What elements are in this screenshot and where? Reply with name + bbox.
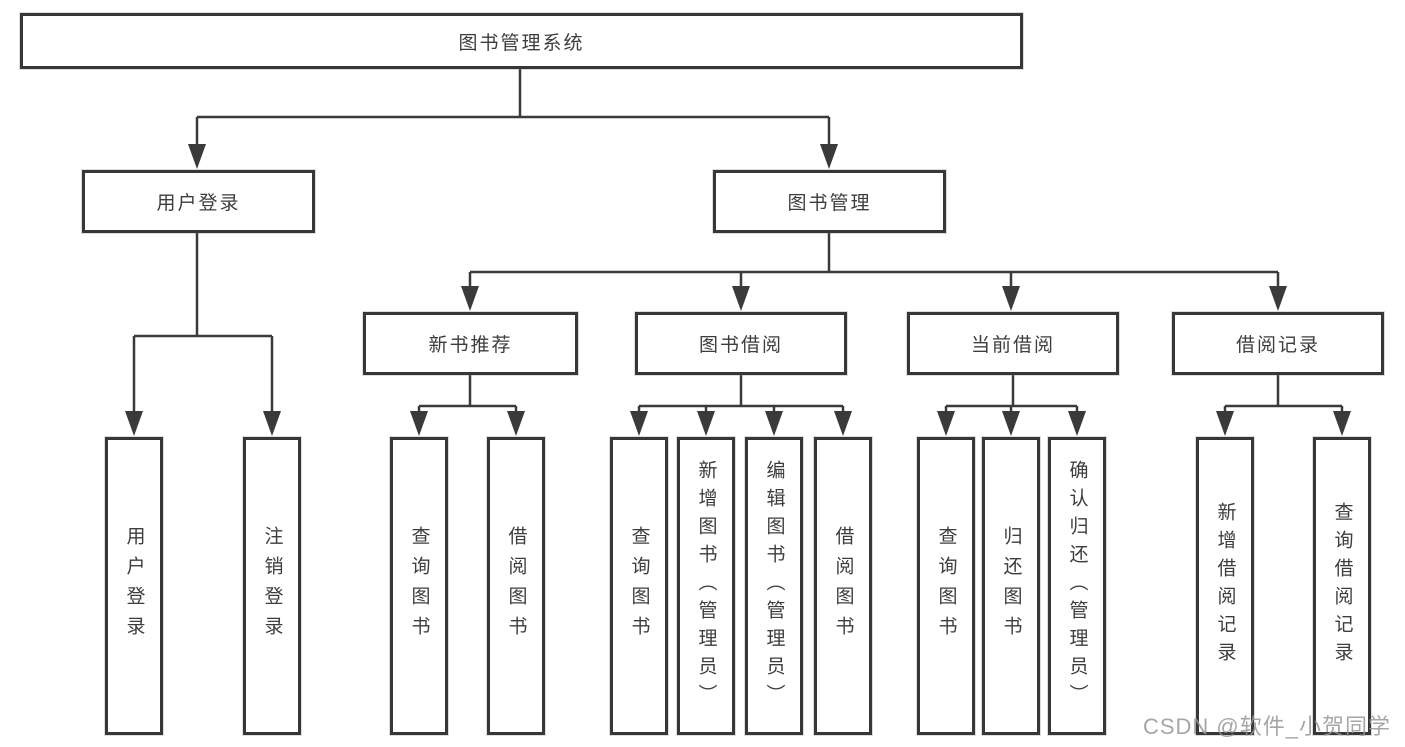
leaf-add-borrow-record: 新增借阅记录 [1196,437,1254,735]
leaf-borrow-books-2: 借阅图书 [814,437,872,735]
node-current-borrow: 当前借阅 [907,312,1119,375]
node-book-management-branch: 图书管理 [713,170,946,233]
leaf-query-books-2: 查询图书 [610,437,668,735]
arrow-down-icons [125,144,1351,436]
leaf-edit-books-admin: 编辑图书（管理员） [745,437,803,735]
node-user-login-branch: 用户登录 [82,170,315,233]
leaf-borrow-books-1: 借阅图书 [487,437,545,735]
leaf-user-login: 用户登录 [105,437,163,735]
csdn-watermark: CSDN @软件_小贺同学 [1142,714,1391,739]
leaf-add-books-admin: 新增图书（管理员） [677,437,735,735]
leaf-query-books-3: 查询图书 [917,437,975,735]
leaf-query-books-1: 查询图书 [390,437,448,735]
node-new-book-recommend: 新书推荐 [363,312,578,375]
node-root-system: 图书管理系统 [20,13,1023,69]
leaf-confirm-return-admin: 确认归还（管理员） [1048,437,1106,735]
leaf-query-borrow-record: 查询借阅记录 [1313,437,1371,735]
node-borrow-records: 借阅记录 [1172,312,1384,375]
leaf-return-books: 归还图书 [982,437,1040,735]
leaf-logout: 注销登录 [243,437,301,735]
node-book-borrow: 图书借阅 [635,312,847,375]
